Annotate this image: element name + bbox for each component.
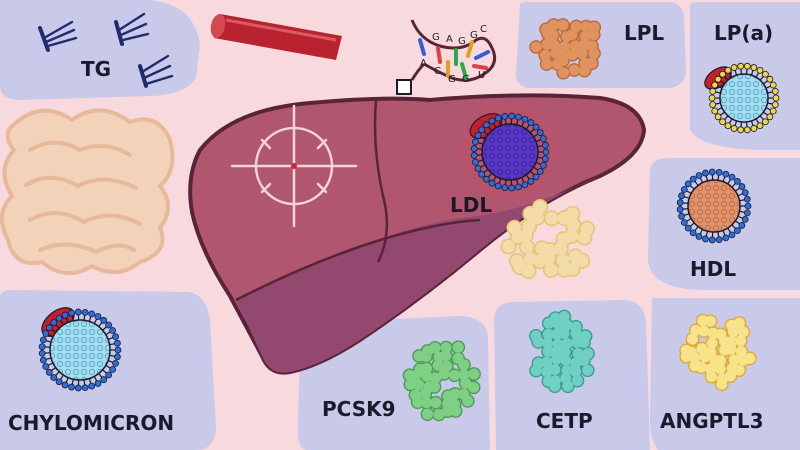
triglyceride-icon [114, 12, 150, 46]
dna-letter: A [420, 58, 427, 69]
lpa-particle [704, 62, 780, 134]
dna-letter: G [448, 74, 456, 85]
target-crosshair-icon [230, 104, 358, 228]
fat-cell-cluster [500, 198, 596, 280]
triglyceride-icon [138, 54, 174, 88]
pcsk9-protein [402, 340, 481, 422]
tg-label: TG [81, 57, 111, 81]
angptl3-protein [679, 313, 757, 392]
dna-letter: C [434, 66, 441, 77]
hdl-label: HDL [690, 257, 736, 281]
dna-letter: G [462, 74, 470, 85]
dna-letter: G [432, 32, 440, 43]
dna-marker [396, 79, 412, 95]
lpl-protein [529, 18, 602, 80]
intestine-shape [0, 108, 175, 275]
hdl-particle [676, 168, 752, 244]
tg-panel [0, 0, 200, 100]
chylomicron-particle [38, 307, 122, 392]
chylomicron-label: CHYLOMICRON [8, 411, 174, 435]
ldl-label: LDL [450, 193, 492, 217]
angptl3-label: ANGPTL3 [660, 409, 764, 433]
lpa-label: LP(a) [714, 21, 773, 45]
cetp-label: CETP [536, 409, 593, 433]
triglyceride-icon [38, 20, 78, 52]
cetp-protein [528, 309, 595, 394]
dna-letter: G [458, 36, 466, 47]
triglyceride-icons [38, 12, 174, 88]
ldl-particle [469, 112, 550, 192]
dna-letter: A [446, 34, 453, 45]
dna-letter: U [478, 70, 485, 81]
lpl-label: LPL [624, 21, 664, 45]
dna-letter: G [470, 30, 478, 41]
liver-lobe-line [235, 218, 481, 302]
blood-vessel [210, 14, 342, 60]
pcsk9-label: PCSK9 [322, 397, 396, 421]
liver-fissure [373, 99, 389, 263]
dna-strand: G A G G C A C G G U [396, 19, 497, 95]
dna-letter: C [480, 24, 487, 35]
